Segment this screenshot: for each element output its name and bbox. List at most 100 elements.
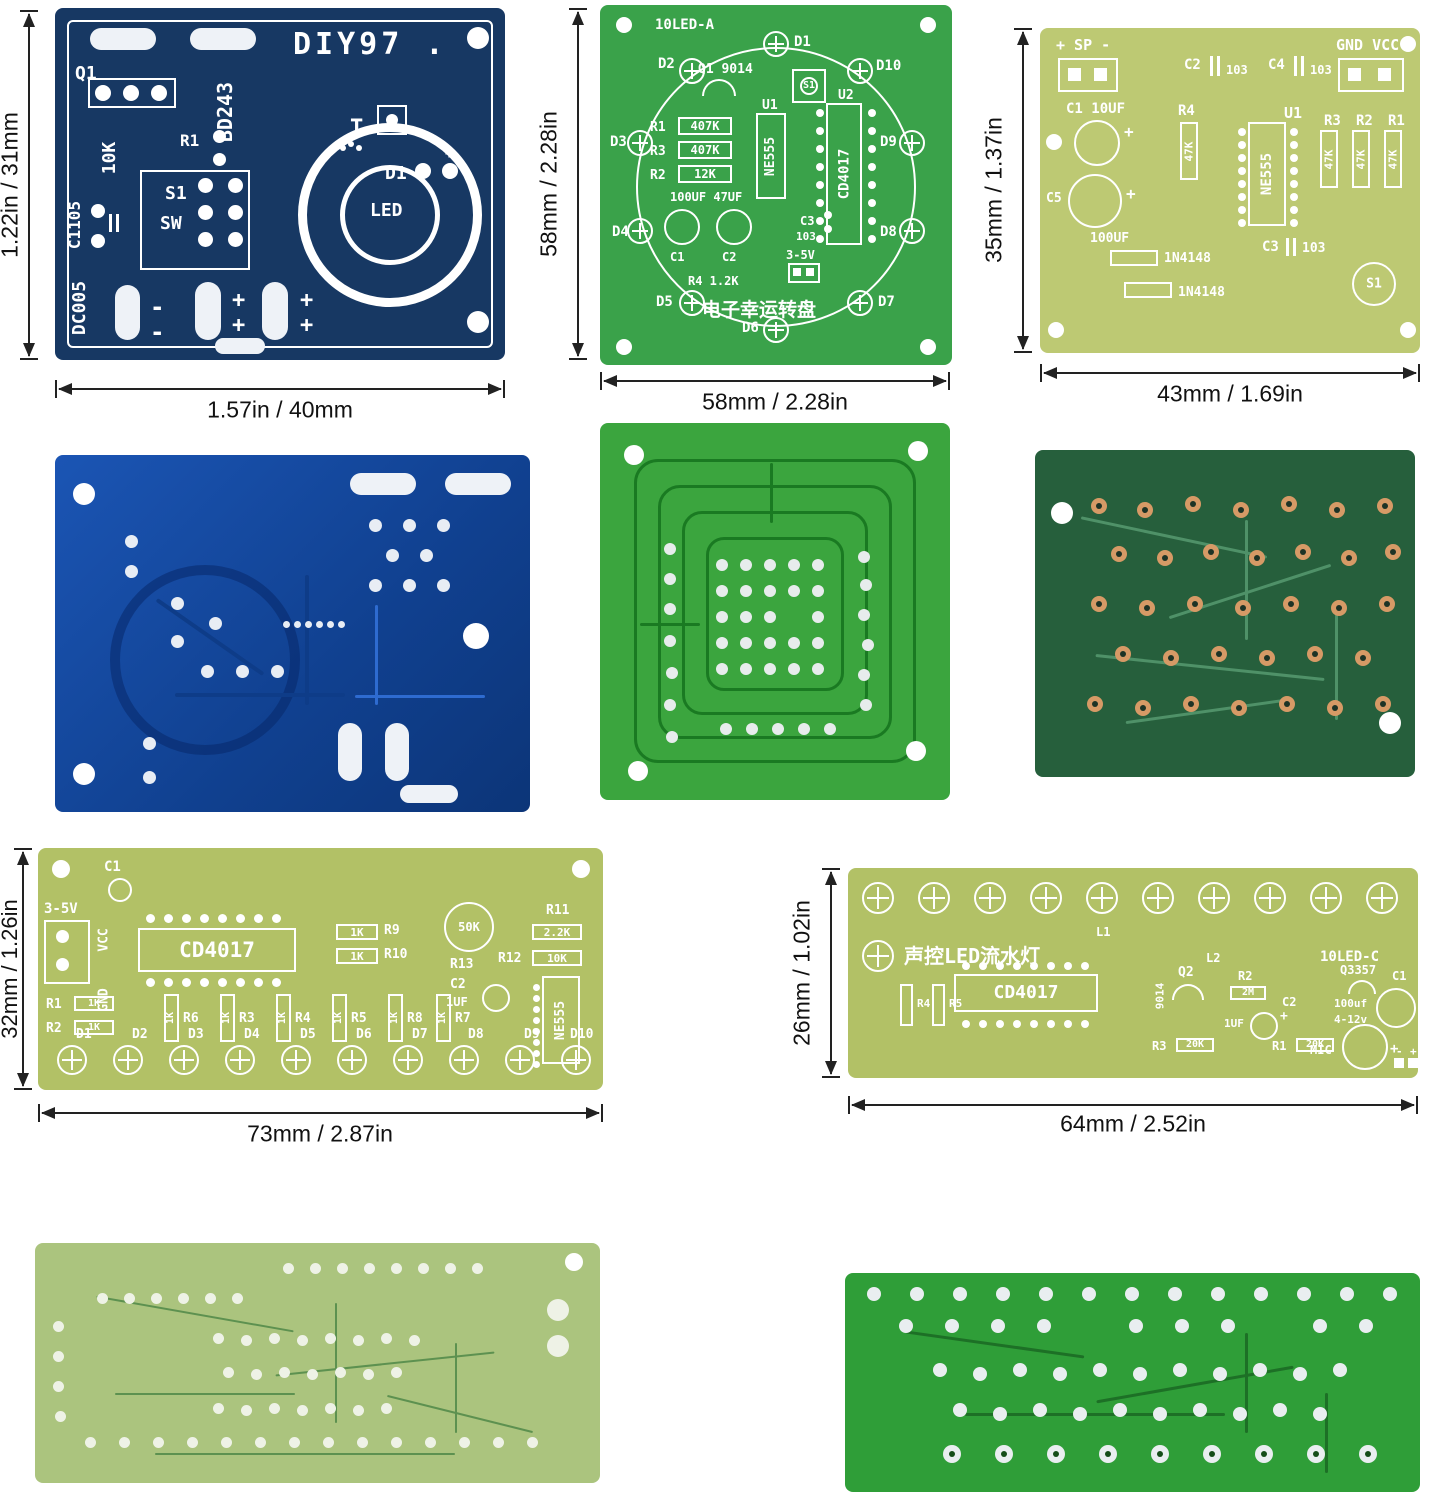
- solder-pad: [348, 141, 354, 147]
- pcb-blue-back: [55, 455, 530, 812]
- dimension-label: 58mm / 2.28in: [702, 388, 848, 415]
- board-title: 10LED-A: [655, 17, 715, 33]
- resistor-value: 10K: [547, 951, 567, 965]
- mount-hole: [52, 860, 70, 878]
- solder-pad: [350, 473, 416, 495]
- silkscreen-label: Q1 9014: [698, 62, 753, 77]
- resistor-outline: 1K: [74, 996, 114, 1011]
- resistor-value: 1K: [87, 997, 101, 1009]
- silkscreen-label: +: [1410, 1045, 1417, 1058]
- dimension-label: 64mm / 2.52in: [1060, 1110, 1206, 1137]
- resistor-outline: 12K: [678, 165, 732, 183]
- led-label: D5: [300, 1027, 316, 1042]
- resistor-outline: [932, 984, 945, 1026]
- dimension-label: 1.57in / 40mm: [207, 396, 353, 423]
- connector-outline: [44, 920, 90, 984]
- capacitor-symbol: [116, 214, 119, 232]
- silkscreen-label: T: [350, 116, 364, 141]
- solder-pad: [445, 473, 511, 495]
- resistor-outline: 1K: [336, 924, 378, 940]
- ic-outline: NE555: [1248, 122, 1286, 226]
- pcb-trace-ring: [682, 511, 868, 715]
- ic-label: NE555: [763, 136, 779, 176]
- resistor-outline: 407K: [678, 141, 732, 159]
- transistor-footprint: [1348, 980, 1376, 994]
- pcb-brightgreen-back: [845, 1273, 1420, 1492]
- solder-pad: [56, 930, 69, 943]
- silkscreen-label: R12: [498, 951, 522, 966]
- pcb-trace: [965, 1413, 1225, 1416]
- solder-pad: [56, 958, 69, 971]
- led-footprint: [337, 1045, 367, 1075]
- silkscreen-label: S1: [1366, 276, 1382, 292]
- resistor-outline: 47K: [1384, 130, 1402, 188]
- resistor-outline: 1K: [388, 994, 403, 1042]
- pcb-trace: [1080, 516, 1268, 559]
- silkscreen-label: 3-5V: [44, 901, 78, 917]
- connector-outline: [1338, 58, 1404, 92]
- mount-hole: [1400, 36, 1416, 52]
- silkscreen-label: -: [150, 318, 165, 346]
- resistor-outline: 47K: [1320, 130, 1338, 188]
- connector-pad: [1348, 68, 1361, 81]
- led-label: D10: [876, 58, 902, 74]
- pcb-trace: [155, 1453, 455, 1455]
- silkscreen-label: C1: [104, 859, 121, 875]
- led-label: D6: [356, 1027, 372, 1042]
- solder-pad-array: [824, 211, 832, 219]
- solder-pad-array: [716, 559, 728, 571]
- led-footprint: [113, 1045, 143, 1075]
- connector-pad: [195, 282, 221, 340]
- silkscreen-label: LED: [370, 200, 403, 221]
- silkscreen-label: -: [1396, 1045, 1403, 1058]
- silkscreen-label: C1105: [65, 200, 84, 250]
- led-label: D6: [742, 320, 759, 336]
- solder-pad-array: [962, 962, 970, 970]
- capacitor-footprint: [482, 984, 510, 1012]
- resistor-value: 407K: [690, 119, 720, 133]
- led-footprint: [225, 1045, 255, 1075]
- mount-hole: [467, 311, 489, 333]
- silkscreen-label: + SP -: [1056, 36, 1111, 54]
- mount-hole: [616, 339, 632, 355]
- silkscreen-label: +: [300, 313, 314, 338]
- silkscreen-label: R4: [917, 997, 931, 1010]
- connector-outline: [1058, 58, 1118, 92]
- connector-pad: [385, 723, 409, 781]
- solder-pad-array: [201, 665, 214, 678]
- connector-pad: [262, 282, 288, 340]
- silkscreen-label: Q3357: [1340, 963, 1377, 977]
- silkscreen-label: C1: [670, 250, 685, 264]
- silkscreen-label: +: [1124, 122, 1134, 141]
- dimension-arrow: [600, 372, 950, 390]
- solder-pad-array: [171, 597, 184, 610]
- dimension-arrow: [569, 8, 587, 360]
- solder-pad: [547, 1335, 569, 1357]
- silkscreen-label: S1: [165, 183, 187, 204]
- ic-label: NE555: [553, 1000, 569, 1040]
- solder-pad: [95, 85, 111, 101]
- pcb-trace: [386, 1394, 534, 1434]
- ic-outline: CD4017: [954, 974, 1098, 1012]
- board-chinese-title: 声控LED流水灯: [904, 944, 1041, 968]
- pcb-trace: [175, 693, 345, 697]
- resistor-value: 1K: [350, 949, 364, 963]
- mount-hole: [73, 483, 95, 505]
- silkscreen-label: R4 1.2K: [688, 274, 739, 288]
- dimension-arrow: [14, 848, 32, 1090]
- resistor-value: 47K: [1386, 149, 1400, 169]
- solder-pad-array: [962, 1020, 970, 1028]
- silkscreen-label: R2: [1356, 113, 1373, 129]
- silkscreen-label: SW: [160, 213, 182, 234]
- solder-pad: [340, 145, 346, 151]
- silkscreen-label: +: [232, 313, 246, 338]
- led-label: D8: [468, 1027, 484, 1042]
- ic-outline: CD4017: [826, 103, 862, 245]
- solder-pad-array: [283, 621, 290, 628]
- silkscreen-label: C1: [1392, 969, 1407, 983]
- mount-hole: [572, 860, 590, 878]
- resistor-value: 1K: [350, 925, 364, 939]
- resistor-outline: 1K: [164, 994, 179, 1042]
- solder-pad-array: [213, 1333, 224, 1344]
- silkscreen-label: R3: [1152, 1039, 1167, 1053]
